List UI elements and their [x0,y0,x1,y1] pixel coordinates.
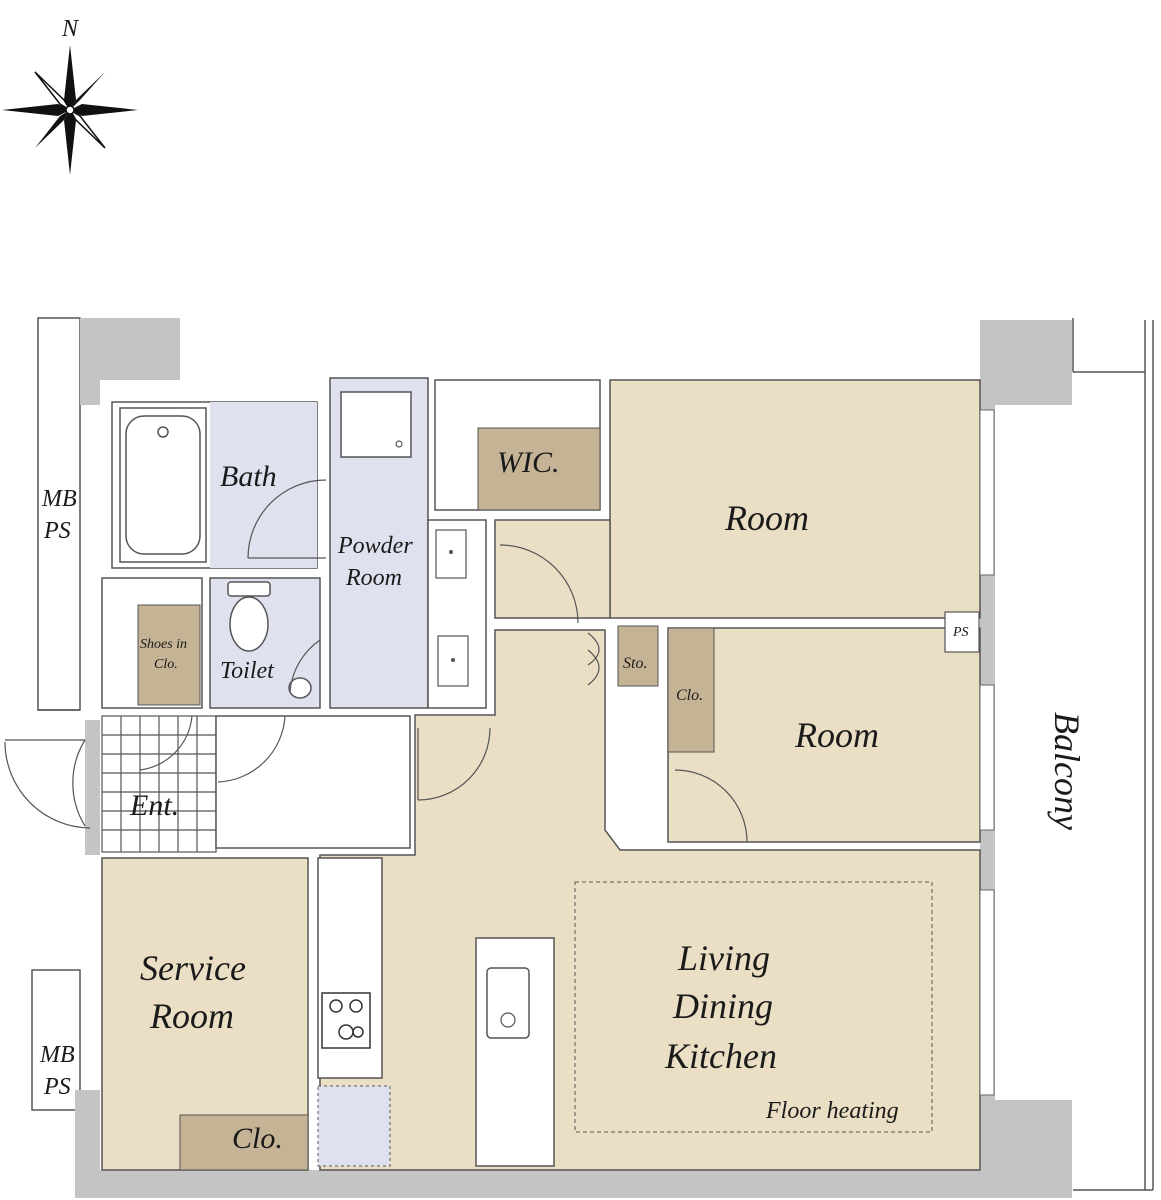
floor-heating-label: Floor heating [765,1098,899,1124]
entrance-label: Ent. [129,789,179,822]
sink-icon [437,635,469,687]
mbps-shaft-top [37,317,81,711]
windows-east [979,409,995,1096]
mbps-top-label-2: PS [43,518,71,544]
room-main [609,379,981,619]
balcony-area [1072,318,1154,1191]
room-second [667,627,981,843]
powder-room-label-2: Room [345,565,402,591]
compass-rose-icon [2,45,138,175]
compass-north-label: N [61,16,80,42]
mbps-bottom-label-1: MB [39,1042,75,1068]
wic-closet [477,427,601,511]
ldk-label-2: Dining [672,986,773,1026]
ldk-label-1: Living [677,938,770,978]
mbps-shaft-bottom [31,969,81,1111]
room-main-label: Room [724,498,809,538]
toilet-icon [227,581,312,699]
storage-label: Sto. [623,655,647,672]
entrance-tiles [101,715,217,853]
mbps-bottom-label-2: PS [43,1074,71,1100]
closet-service [179,1114,309,1171]
shoes-closet-label-2: Clo. [154,657,178,672]
entrance-door [5,739,86,827]
service-room-label-1: Service [140,948,246,988]
stove-icon [321,992,371,1049]
washer-icon [340,391,412,458]
closet-room2-label: Clo. [676,687,703,704]
closet-service-label: Clo. [232,1122,283,1155]
shoes-closet-label-1: Shoes in [140,637,187,652]
ldk-label-3: Kitchen [664,1036,777,1076]
shoes-closet [137,604,201,706]
kitchen-sink-icon [486,967,530,1039]
balcony-label: Balcony [1047,712,1087,830]
ps-label: PS [952,625,969,640]
bath-label: Bath [220,460,277,493]
kitchen-counter [317,857,383,1079]
room-second-label: Room [794,715,879,755]
floor-heating-area [574,881,933,1133]
service-room-label-2: Room [149,996,234,1036]
powder-room-label-1: Powder [337,533,413,559]
mbps-top-label-1: MB [41,486,77,512]
closet-room2 [667,627,715,753]
ps-shaft [944,611,980,653]
toilet-label: Toilet [220,658,275,684]
fridge-space [317,1085,391,1167]
wic-label: WIC. [497,446,560,479]
storage [617,625,659,687]
